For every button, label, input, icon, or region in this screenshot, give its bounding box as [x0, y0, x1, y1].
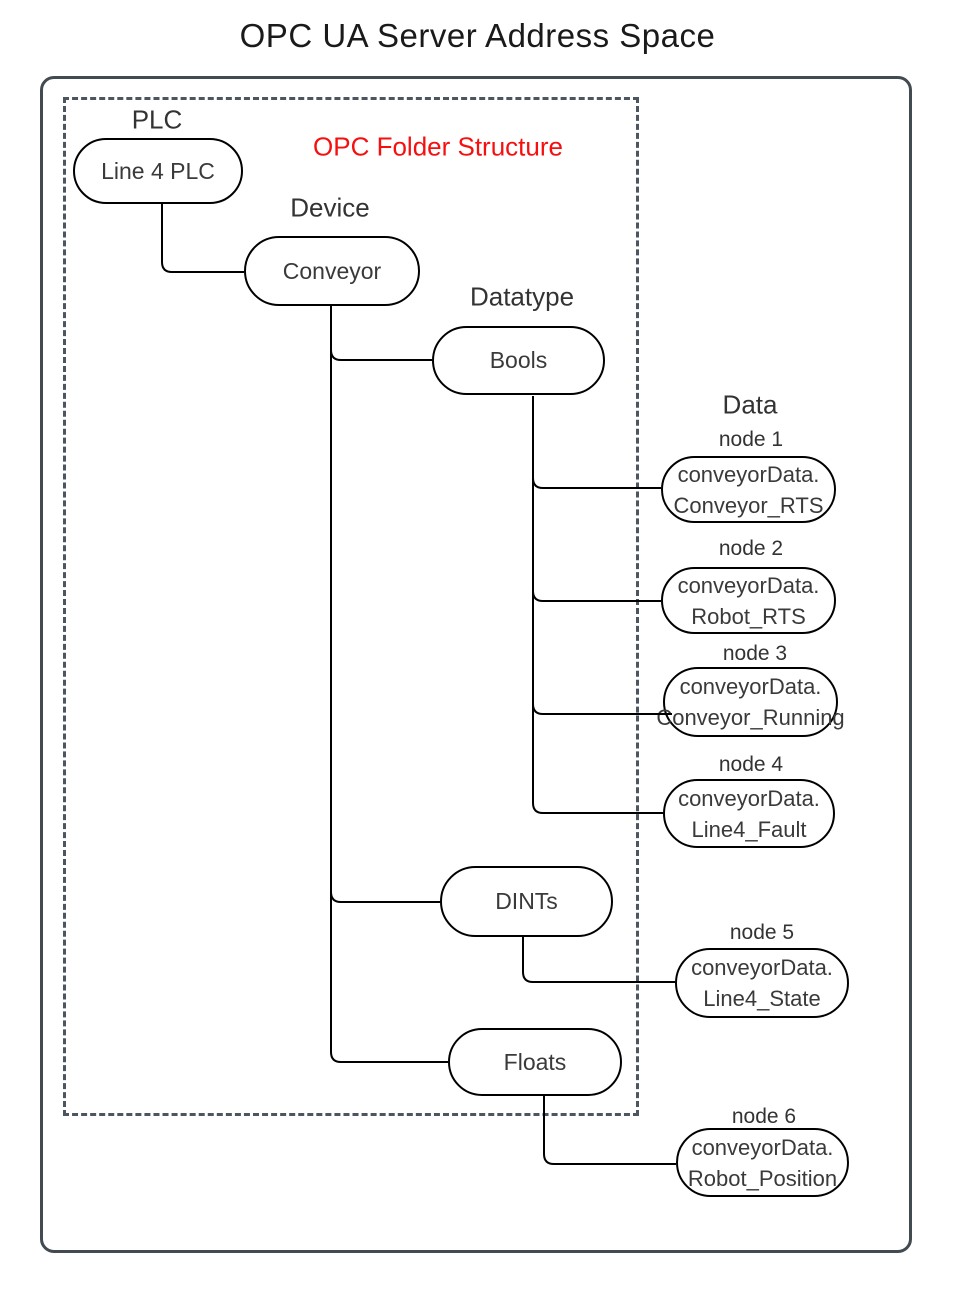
data-node-1-line2: Conveyor_RTS: [673, 492, 824, 518]
node-bools-label: Bools: [489, 347, 548, 373]
data-node-1: conveyorData. Conveyor_RTS: [661, 456, 836, 523]
node-conveyor-label: Conveyor: [282, 257, 382, 284]
data-node-3: conveyorData. Conveyor_Running: [656, 667, 845, 737]
data-node-2-line2: Robot_RTS: [691, 603, 806, 629]
header-data: Data: [722, 389, 778, 420]
data-node-6-line2: Robot_Position: [687, 1165, 838, 1191]
diagram-title: OPC UA Server Address Space: [239, 17, 716, 54]
data-node-5: conveyorData. Line4_State: [675, 948, 849, 1018]
node-floats-label: Floats: [503, 1048, 567, 1075]
data-node-4-label: node 4: [718, 753, 784, 776]
node-dints-label: DINTs: [495, 888, 558, 914]
data-node-6-line1: conveyorData.: [691, 1134, 834, 1160]
data-node-2-line1: conveyorData.: [677, 572, 820, 598]
data-node-1-line1: conveyorData.: [677, 461, 820, 487]
node-line4-plc-label: Line 4 PLC: [101, 157, 215, 184]
data-node-5-label: node 5: [729, 921, 795, 944]
data-node-6: conveyorData. Robot_Position: [676, 1128, 849, 1197]
data-node-3-line2: Conveyor_Running: [656, 705, 845, 730]
data-node-6-label: node 6: [731, 1105, 797, 1128]
node-dints: DINTs: [440, 866, 613, 937]
node-bools: Bools: [432, 326, 605, 395]
opc-folder-structure-label: OPC Folder Structure: [313, 131, 563, 162]
data-node-4: conveyorData. Line4_Fault: [663, 779, 835, 848]
data-node-3-label: node 3: [722, 642, 788, 665]
header-device: Device: [290, 192, 370, 223]
data-node-4-line2: Line4_Fault: [691, 816, 807, 842]
data-node-3-line1: conveyorData.: [679, 674, 822, 699]
data-node-4-line1: conveyorData.: [678, 785, 820, 811]
node-floats: Floats: [448, 1028, 622, 1096]
header-datatype: Datatype: [469, 281, 575, 312]
data-node-2-label: node 2: [718, 537, 784, 560]
data-node-5-line1: conveyorData.: [691, 955, 833, 980]
data-node-1-label: node 1: [718, 428, 784, 451]
data-node-2: conveyorData. Robot_RTS: [661, 567, 836, 634]
node-line4-plc: Line 4 PLC: [73, 138, 243, 204]
node-conveyor: Conveyor: [244, 236, 420, 306]
data-node-5-line2: Line4_State: [703, 986, 821, 1011]
address-space-frame: [40, 76, 912, 1253]
header-plc: PLC: [131, 104, 183, 135]
